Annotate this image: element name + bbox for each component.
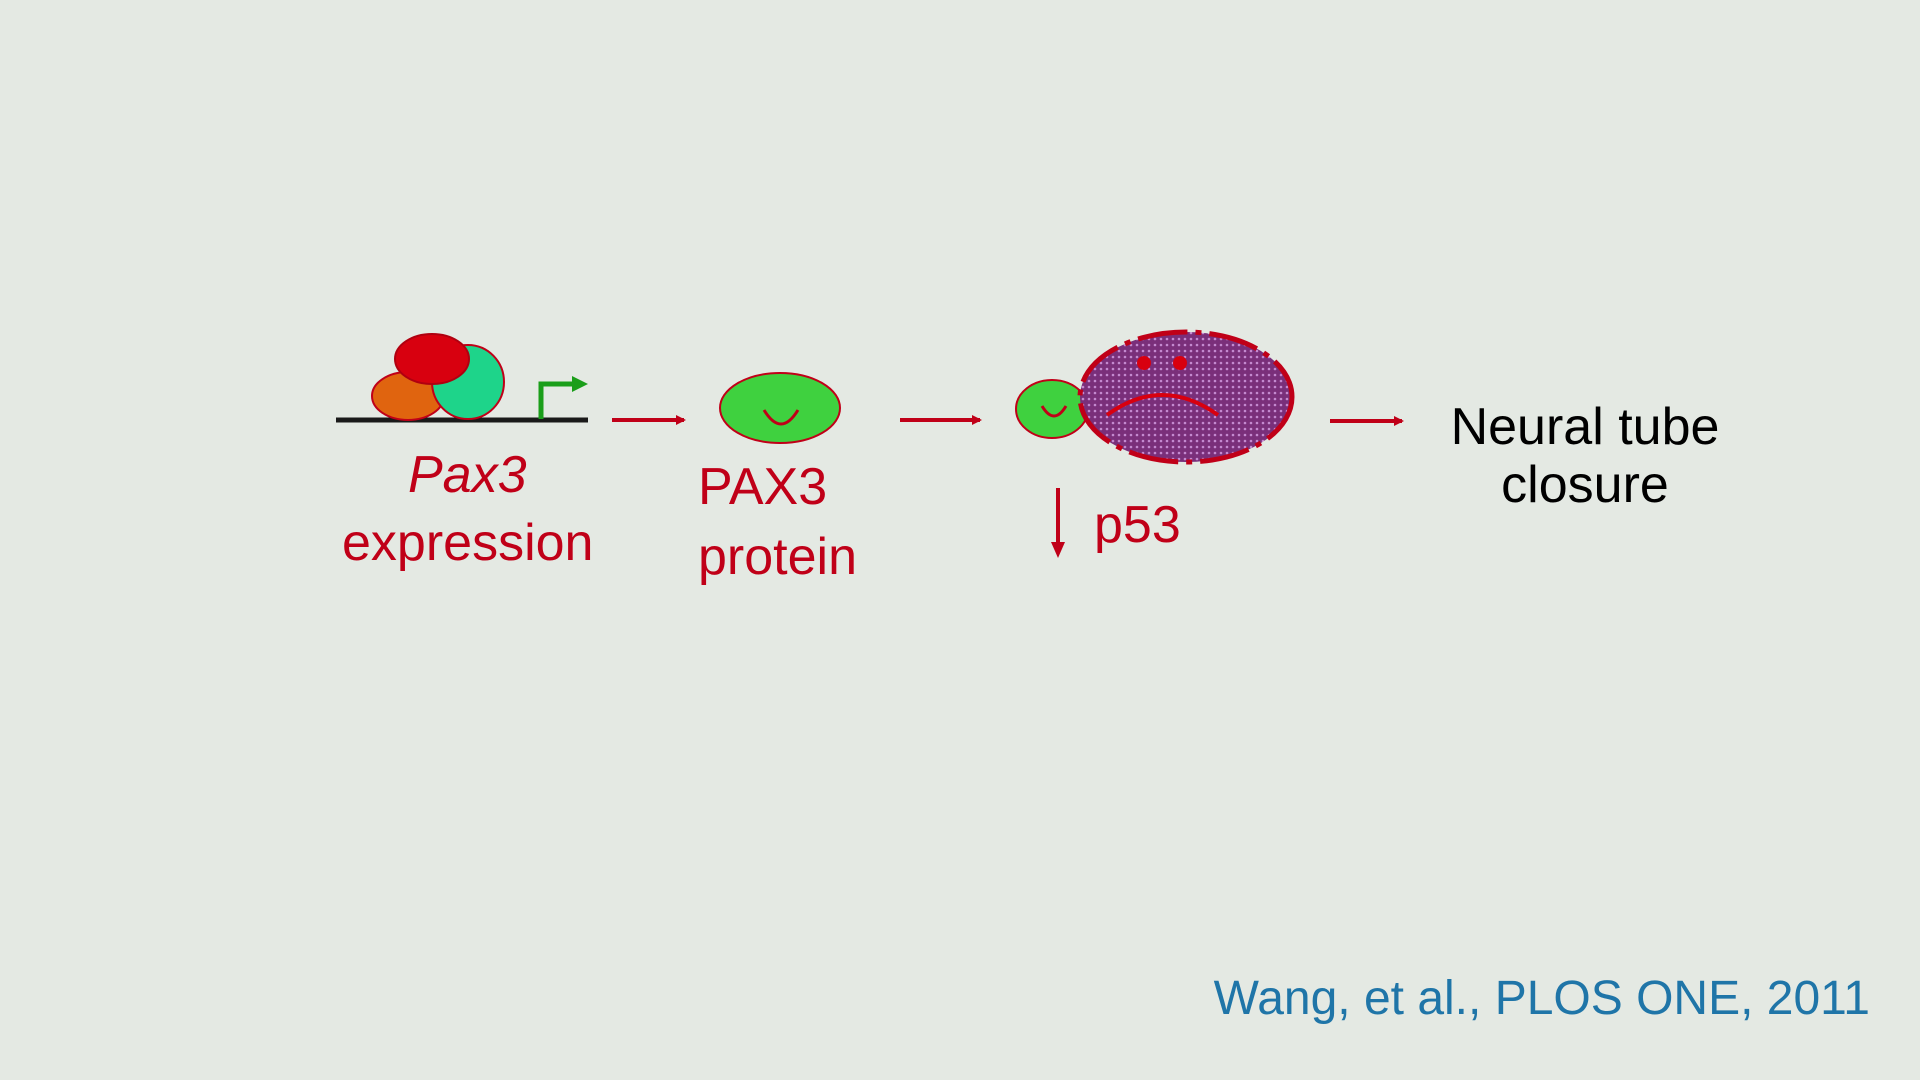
left-eye [1137,356,1151,370]
down-arrow-icon [1051,488,1065,558]
p53-label: p53 [1094,496,1181,554]
gene-expression-label: expression [342,514,594,572]
bent-arrow-icon [538,376,588,419]
outcome-label-line2: closure [1501,456,1669,515]
outcome-label: Neural tube closure [1440,398,1730,514]
protein-label-line2: protein [698,528,857,586]
smiling-green-ellipse-icon [719,372,841,444]
outcome-label-line1: Neural tube [1450,398,1720,456]
gene-complex [336,333,588,423]
red-factor [394,333,470,385]
small-smiling-green-ellipse-icon [1015,379,1089,439]
citation: Wang, et al., PLOS ONE, 2011 [1213,972,1870,1025]
frowning-purple-ellipse-icon [1077,329,1295,465]
right-eye [1173,356,1187,370]
gene-name-label: Pax3 [408,446,527,504]
protein-label-line1: PAX3 [698,458,828,516]
frown [1105,393,1220,417]
